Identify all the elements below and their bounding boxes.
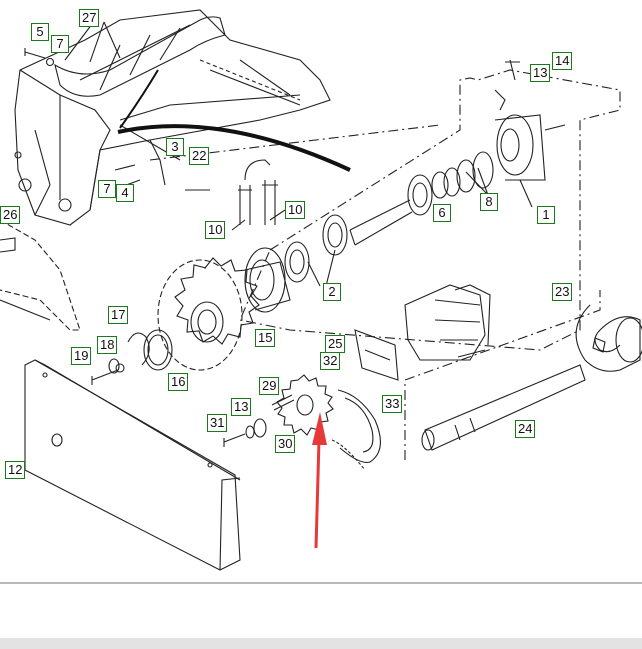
part-label: 8 (480, 193, 498, 211)
drive-shaft (424, 364, 586, 451)
part-label: 7 (51, 35, 69, 53)
part-label: 10 (285, 201, 306, 219)
part-label: 18 (97, 336, 118, 354)
exploded-parts-diagram: 27 5 7 3 22 7 4 26 10 10 13 14 6 8 1 2 2… (0, 9, 642, 571)
part-label: 3 (166, 138, 184, 156)
roller-chain (337, 389, 381, 463)
part-label: 13 (231, 398, 252, 416)
bottom-scrollbar[interactable] (0, 638, 642, 649)
diagram-drawing (0, 9, 642, 571)
part-label: 32 (320, 352, 341, 370)
assembly-envelope (239, 69, 621, 351)
part-label: 4 (116, 184, 134, 202)
part-label: 14 (552, 52, 573, 70)
part-label: 2 (323, 283, 341, 301)
part-label: 22 (189, 147, 210, 165)
cable (117, 124, 351, 172)
part-label: 12 (5, 461, 26, 479)
small-sprocket (276, 374, 334, 436)
part-label: 1 (537, 206, 555, 224)
part-label: 33 (382, 395, 403, 413)
part-label: 27 (79, 9, 100, 27)
part-label: 31 (207, 414, 228, 432)
hydraulic-motor (404, 284, 486, 361)
part-label: 23 (552, 283, 573, 301)
part-label: 16 (168, 373, 189, 391)
part-label: 24 (515, 420, 536, 438)
part-label: 10 (205, 221, 226, 239)
part-label: 7 (98, 180, 116, 198)
red-arrow (312, 412, 327, 549)
part-label: 6 (433, 204, 451, 222)
housing-frame (14, 9, 331, 226)
part-label: 5 (31, 23, 49, 41)
part-label: 25 (325, 335, 346, 353)
handle-sprocket (575, 304, 641, 372)
part-label: 13 (530, 64, 551, 82)
part-label: 30 (275, 435, 296, 453)
part-label: 15 (255, 329, 276, 347)
part-label: 29 (259, 377, 280, 395)
curved-shield (54, 16, 226, 97)
part-label: 19 (71, 347, 92, 365)
part-label: 17 (108, 306, 129, 324)
large-sprocket (174, 257, 260, 345)
part-label: 26 (0, 206, 21, 224)
blank-footer-area (0, 582, 642, 640)
